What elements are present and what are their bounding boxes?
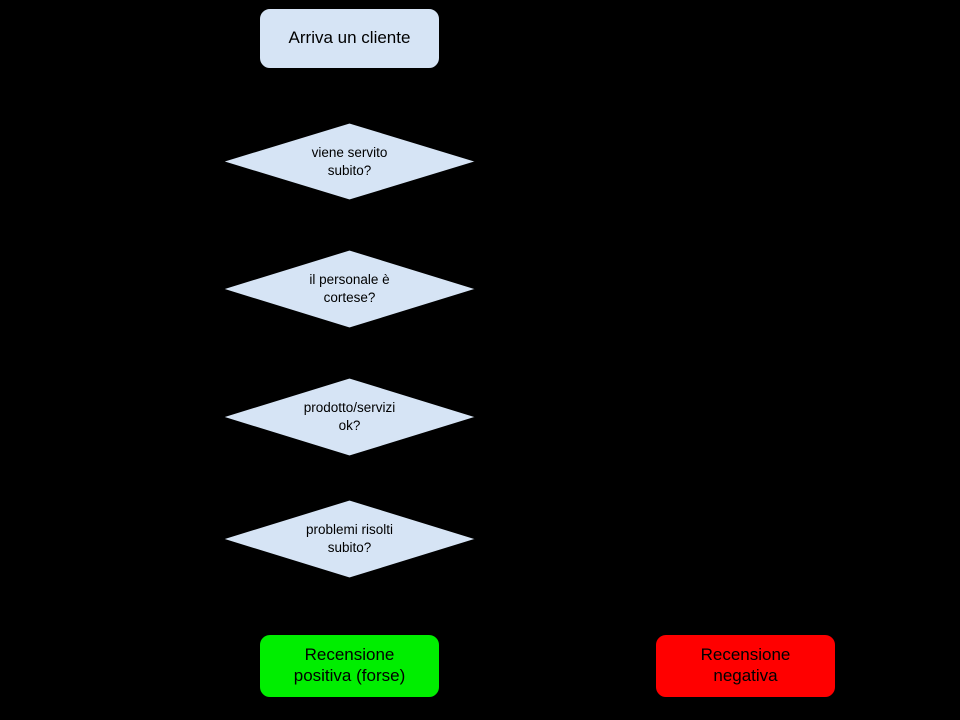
node-recensione-positiva-label: Recensione positiva (forse) (293, 645, 406, 685)
diamond-shape-icon (223, 250, 476, 328)
node-decision-servito[interactable]: viene servito subito? (223, 123, 476, 200)
edge-d1-to-negative (476, 162, 747, 634)
node-decision-prodotto-label: prodotto/servizi ok? (303, 400, 396, 433)
node-decision-servito-label: viene servito subito? (311, 144, 388, 178)
diamond-shape-icon (223, 378, 476, 456)
node-start-label: Arriva un cliente (288, 28, 411, 48)
node-recensione-negativa[interactable]: Recensione negativa (655, 634, 836, 698)
node-decision-personale-label: il personale è cortese? (309, 272, 390, 305)
diamond-shape-icon (223, 123, 476, 200)
node-recensione-negativa-label: Recensione negativa (700, 645, 791, 685)
node-decision-problemi-label: problemi risolti subito? (305, 522, 394, 555)
diamond-shape-icon (223, 500, 476, 578)
node-decision-problemi[interactable]: problemi risolti subito? (223, 500, 476, 578)
node-start[interactable]: Arriva un cliente (259, 8, 440, 69)
node-decision-personale[interactable]: il personale è cortese? (223, 250, 476, 328)
node-recensione-positiva[interactable]: Recensione positiva (forse) (259, 634, 440, 698)
node-decision-prodotto[interactable]: prodotto/servizi ok? (223, 378, 476, 456)
